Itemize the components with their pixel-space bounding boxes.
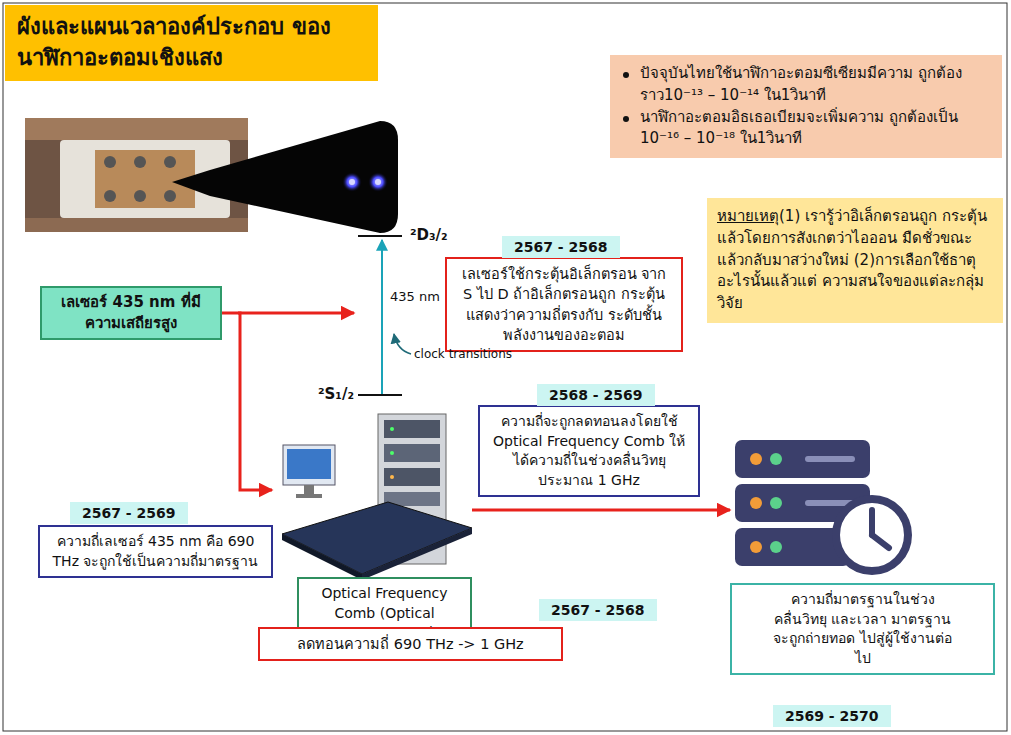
frequency-comb-device — [282, 534, 362, 580]
server-clock-icon — [872, 535, 889, 548]
process-box: 2567 - 2569ความถี่เลเซอร์ 435 nm คือ 690… — [38, 525, 273, 578]
zoom-cone — [342, 172, 362, 192]
frequency-comb-device — [384, 468, 440, 486]
signal-arrow — [472, 509, 730, 512]
zoom-cone — [349, 179, 355, 185]
frequency-comb-device — [304, 485, 314, 495]
process-box: 2567 - 2568ลดทอนความถี่ 690 THz -> 1 GHz — [258, 627, 563, 661]
ion-trap-photo — [134, 190, 146, 202]
zoom-cone — [375, 179, 381, 185]
frequency-comb-device — [282, 414, 472, 580]
frequency-comb-device — [362, 528, 472, 580]
frequency-comb-device — [390, 427, 394, 431]
server-clock-icon — [750, 541, 762, 553]
signal-arrow — [222, 313, 272, 490]
ion-trap-photo — [25, 218, 248, 232]
excitation-arrow — [238, 312, 354, 315]
server-clock-icon — [836, 499, 908, 571]
server-clock-icon — [735, 440, 870, 478]
zoom-cone — [172, 121, 398, 233]
timeline-tag: 2567 - 2568 — [539, 599, 657, 621]
server-clock-icon — [750, 497, 762, 509]
frequency-comb-device — [287, 449, 331, 479]
frequency-comb-device — [296, 494, 322, 498]
server-clock-icon — [770, 541, 782, 553]
frequency-comb-device — [384, 420, 440, 438]
frequency-comb-device — [384, 444, 440, 462]
ion-trap-photo — [95, 150, 195, 208]
box-text: หมายเหตุ — [717, 207, 779, 225]
output-server: ความถี่มาตรฐานในช่วง คลื่นวิทยุ และเวลา … — [730, 438, 995, 675]
ion-trap-photo — [104, 190, 116, 202]
timeline-tag: 2567 - 2569 — [70, 502, 188, 524]
note-box: หมายเหตุ(1) เรารู้ว่าอิเล็กตรอนถูก กระตุ… — [707, 198, 1003, 323]
server-clock-icon — [750, 453, 762, 465]
timeline-tag: 2567 - 2568 — [502, 236, 620, 258]
energy-levels — [381, 240, 383, 394]
laser-box: เลเซอร์ 435 nm ที่มีความเสถียรสูง — [40, 286, 222, 340]
frequency-comb-device — [283, 445, 335, 485]
box-text: ลดทอนความถี่ 690 THz -> 1 GHz — [268, 634, 553, 654]
energy-levels — [394, 334, 411, 354]
ion-trap-photo — [25, 118, 248, 140]
server-clock-icon — [735, 440, 908, 571]
wavelength-label: 435 nm — [390, 289, 440, 304]
box-text: ปัจจุบันไทยใช้นาฬิกาอะตอมซีเซียมมีความ ถ… — [614, 63, 994, 107]
ion-trap-photo — [134, 156, 146, 168]
zoom-cone — [368, 172, 388, 192]
info-box: ปัจจุบันไทยใช้นาฬิกาอะตอมซีเซียมมีความ ถ… — [610, 55, 1002, 158]
process-box: 2567 - 2568เลเซอร์ใช้กระตุ้นอิเล็กตรอน จ… — [445, 257, 683, 352]
title-banner: ผังและแผนเวลาองค์ประกอบ ของนาฬิกาอะตอมเช… — [5, 5, 378, 81]
server-clock-icon — [805, 456, 855, 462]
frequency-comb-device — [282, 502, 472, 574]
box-text: ความถี่มาตรฐานในช่วง คลื่นวิทยุ และเวลา … — [730, 583, 995, 675]
ion-trap-photo — [164, 156, 176, 168]
energy-level: ²S₁/₂ — [318, 385, 354, 403]
box-text: นาฬิกาอะตอมอิธเธอเบียมจะเพิ่มความ ถูกต้อ… — [614, 107, 994, 151]
transition-label: clock transitions — [414, 347, 512, 361]
energy-levels — [358, 236, 411, 395]
box-text: เลเซอร์ 435 nm ที่มีความเสถียรสูง — [48, 292, 214, 334]
energy-levels — [358, 235, 402, 237]
comb-device: Optical Frequency Comb (Optical Counter/… — [272, 412, 472, 650]
server-clock-icon — [869, 510, 875, 535]
zoom-cone — [172, 121, 398, 233]
timeline-tag: 2569 - 2570 — [773, 705, 891, 727]
ion-trap-photo — [164, 190, 176, 202]
energy-levels — [358, 394, 402, 396]
server-clock-icon — [770, 453, 782, 465]
process-box: 2568 - 2569ความถี่จะถูกลดทอนลงโดยใช้ Opt… — [478, 405, 700, 497]
energy-level: ²D₃/₂ — [410, 226, 448, 244]
box-text: เลเซอร์ใช้กระตุ้นอิเล็กตรอน จาก S ไป D ถ… — [455, 264, 673, 345]
slide-frame — [3, 3, 1007, 731]
ion-trap-photo — [104, 156, 116, 168]
frequency-comb-device — [390, 475, 394, 479]
server-clock-icon — [770, 497, 782, 509]
box-text: ความถี่เลเซอร์ 435 nm คือ 690 THz จะถูกใ… — [48, 532, 263, 571]
frequency-comb-device — [390, 451, 394, 455]
timeline-tag: 2568 - 2569 — [537, 384, 655, 406]
box-text: ความถี่จะถูกลดทอนลงโดยใช้ Optical Freque… — [488, 412, 690, 490]
